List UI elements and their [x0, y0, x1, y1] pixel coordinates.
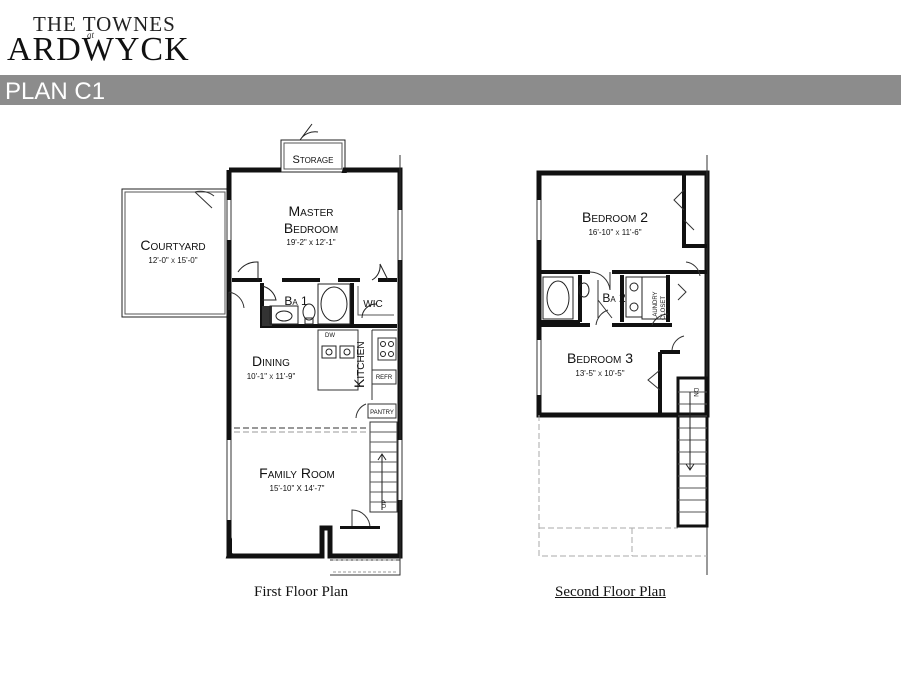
storage-walls — [280, 139, 346, 173]
label-family: Family Room — [259, 465, 335, 481]
label-family-dims: 15'-10" X 14'-7" — [270, 484, 325, 493]
label-ba1: Ba 1 — [284, 294, 308, 308]
first-floor-plan — [121, 123, 403, 576]
logo-at: at — [87, 30, 95, 40]
label-laundry: LAUNDRY — [653, 291, 659, 320]
label-refr: REFR — [376, 375, 393, 381]
label-courtyard-dims: 12'-0" x 15'-0" — [148, 256, 197, 265]
label-laundry-2: CLOSET — [661, 296, 667, 320]
label-dining: Dining — [252, 353, 290, 369]
logo-line-1: THE TOWNES — [33, 12, 176, 36]
kitchen-island — [317, 329, 359, 391]
label-bed3-dims: 13'-5" x 10'-5" — [575, 369, 624, 378]
label-master-1: Master — [288, 203, 333, 219]
label-master-2: Bedroom — [284, 220, 338, 236]
plan-title-bar — [0, 75, 901, 105]
label-bed2: Bedroom 2 — [582, 209, 648, 225]
label-up: UP — [382, 500, 388, 508]
label-courtyard: Courtyard — [140, 237, 205, 253]
label-bed3: Bedroom 3 — [567, 350, 633, 366]
first-floor-caption: First Floor Plan — [254, 584, 349, 600]
label-wic: WIC — [363, 299, 382, 310]
label-dw: DW — [325, 333, 335, 339]
courtyard-outline — [121, 188, 229, 318]
label-pantry: PANTRY — [370, 410, 394, 416]
second-floor-plan — [536, 155, 710, 575]
plan-title: PLAN C1 — [5, 78, 106, 105]
second-floor-caption: Second Floor Plan — [555, 584, 666, 600]
label-ba2: Ba 2 — [602, 291, 626, 305]
label-dn: DN — [692, 388, 698, 397]
label-storage: Storage — [293, 154, 334, 166]
label-bed2-dims: 16'-10" x 11'-6" — [588, 228, 641, 237]
label-master-dims: 19'-2" x 12'-1" — [286, 238, 335, 247]
label-dining-dims: 10'-1" x 11'-9" — [247, 372, 296, 381]
label-kitchen: Kitchen — [351, 341, 367, 388]
logo-line-2: ARDWYCK — [7, 31, 190, 68]
